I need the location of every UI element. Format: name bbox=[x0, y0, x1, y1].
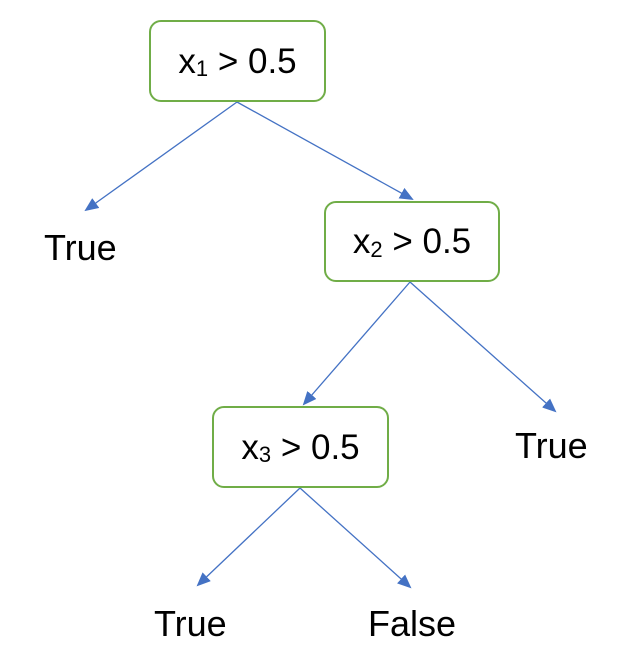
second-node-subscript: 2 bbox=[370, 236, 383, 262]
leaf-third-left: True bbox=[154, 603, 227, 644]
leaf-second-right: True bbox=[515, 425, 588, 466]
second-node-threshold: 0.5 bbox=[422, 222, 472, 261]
second-node-operator: > bbox=[382, 222, 423, 261]
edge-root-to-second-node bbox=[236, 101, 414, 200]
third-node-subscript: 3 bbox=[258, 442, 272, 467]
second-node-var: x bbox=[352, 222, 371, 261]
root-node-threshold: 0.5 bbox=[247, 41, 297, 81]
edge-third-to-left-leaf bbox=[196, 487, 301, 587]
edge-root-to-left-leaf bbox=[84, 101, 238, 212]
edge-second-to-right-leaf bbox=[409, 281, 557, 413]
root-node-var: x bbox=[178, 41, 196, 81]
third-node-threshold: 0.5 bbox=[310, 427, 360, 467]
leaf-root-left: True bbox=[44, 227, 117, 268]
third-node-var: x bbox=[241, 427, 259, 467]
edge-second-to-third-node bbox=[302, 281, 411, 406]
leaf-third-right: False bbox=[368, 603, 457, 644]
root-node-subscript: 1 bbox=[195, 56, 209, 81]
root-node-operator: > bbox=[208, 41, 248, 81]
third-node-operator: > bbox=[271, 427, 311, 467]
edge-third-to-right-leaf bbox=[299, 487, 412, 589]
